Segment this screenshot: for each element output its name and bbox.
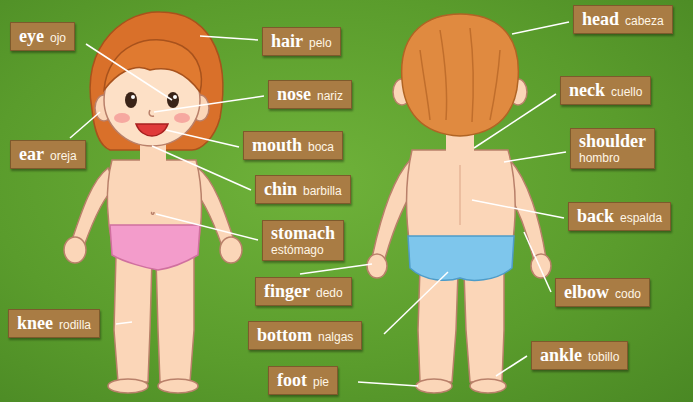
leader-lines (496, 356, 527, 376)
child-back (459, 165, 461, 225)
label-box: ear oreja (10, 140, 86, 169)
spanish-word: nalgas (318, 330, 353, 344)
girl-front (125, 92, 137, 108)
girl-front (174, 113, 190, 123)
child-back (402, 14, 519, 136)
spanish-word: cabeza (625, 14, 664, 28)
spanish-word: oreja (50, 149, 77, 163)
english-word: finger (264, 281, 310, 301)
child-back (416, 379, 452, 393)
label-box: back espalda (568, 202, 671, 231)
spanish-word: pie (313, 375, 329, 389)
leader-lines (512, 22, 569, 34)
label-box: eyeojo (10, 22, 75, 51)
leader-lines (166, 130, 239, 147)
child-back (367, 254, 387, 278)
leader-lines (474, 94, 556, 148)
english-word: back (577, 206, 614, 226)
label-box: nose nariz (268, 80, 352, 109)
spanish-word: espalda (620, 211, 662, 225)
spanish-word: pelo (309, 36, 332, 50)
english-word: bottom (257, 325, 312, 345)
spanish-word: cuello (611, 85, 642, 99)
girl-front (108, 379, 148, 393)
leader-lines (504, 152, 566, 162)
english-word: ear (19, 144, 44, 164)
child-back (407, 150, 516, 248)
label-box: finger dedo (255, 277, 352, 306)
english-word: mouth (252, 135, 302, 155)
english-word: eye (19, 26, 44, 46)
english-word: nose (277, 84, 311, 104)
spanish-word: dedo (316, 286, 343, 300)
label-box: chin barbilla (255, 175, 351, 204)
girl-front (64, 237, 86, 263)
spanish-word: nariz (317, 89, 343, 103)
leader-lines (86, 44, 172, 100)
leader-lines (200, 36, 258, 40)
girl-front (114, 113, 130, 123)
label-box: stomachestómago (262, 220, 344, 261)
leader-lines (384, 272, 448, 334)
leader-lines (156, 214, 258, 240)
girl-front (114, 255, 152, 382)
girl-front (90, 12, 223, 150)
label-box: head cabeza (573, 5, 673, 34)
child-back (464, 268, 504, 382)
child-back (367, 14, 551, 393)
girl-front (110, 225, 200, 270)
english-word: elbow (564, 282, 609, 302)
leader-lines (116, 322, 132, 324)
child-back (531, 254, 551, 278)
label-box: knee rodilla (8, 309, 100, 338)
label-box: elbow codo (555, 278, 650, 307)
child-back (418, 268, 458, 382)
girl-front (149, 110, 154, 116)
spanish-word: hombro (579, 151, 620, 165)
girl-front (131, 95, 135, 99)
spanish-word: boca (308, 140, 334, 154)
spanish-word: ojo (50, 31, 66, 45)
leader-lines (152, 146, 251, 190)
label-box: mouth boca (243, 131, 343, 160)
girl-front (151, 212, 154, 214)
english-word: chin (264, 179, 297, 199)
girl-front (167, 92, 179, 108)
spanish-word: tobillo (588, 350, 619, 364)
label-box: shoulderhombro (570, 128, 655, 169)
girl-front (156, 255, 194, 382)
girl-front (220, 237, 242, 263)
label-box: footpie (268, 366, 338, 395)
label-box: ankle tobillo (531, 341, 628, 370)
leader-lines (472, 200, 564, 218)
girl-front (158, 379, 198, 393)
leader-lines (70, 112, 100, 138)
label-box: bottom nalgas (248, 321, 362, 350)
girl-front (173, 95, 177, 99)
label-box: neck cuello (560, 76, 651, 105)
child-back (420, 28, 500, 122)
child-back (470, 379, 506, 393)
child-back (408, 236, 514, 280)
spanish-word: rodilla (59, 318, 91, 332)
english-word: hair (271, 31, 303, 51)
leader-lines (154, 96, 264, 112)
english-word: foot (277, 370, 307, 390)
label-box: hair pelo (262, 27, 341, 56)
leader-lines (358, 382, 418, 386)
english-word: knee (17, 313, 53, 333)
leader-lines (524, 232, 551, 292)
spanish-word: estómago (271, 243, 324, 257)
girl-front (136, 124, 168, 136)
english-word: neck (569, 80, 605, 100)
english-word: head (582, 9, 619, 29)
leader-lines (300, 264, 372, 274)
english-word: ankle (540, 345, 582, 365)
english-word: shoulder (579, 131, 646, 151)
leader-lines (70, 22, 569, 386)
spanish-word: barbilla (303, 184, 342, 198)
english-word: stomach (271, 223, 335, 243)
spanish-word: codo (615, 287, 641, 301)
